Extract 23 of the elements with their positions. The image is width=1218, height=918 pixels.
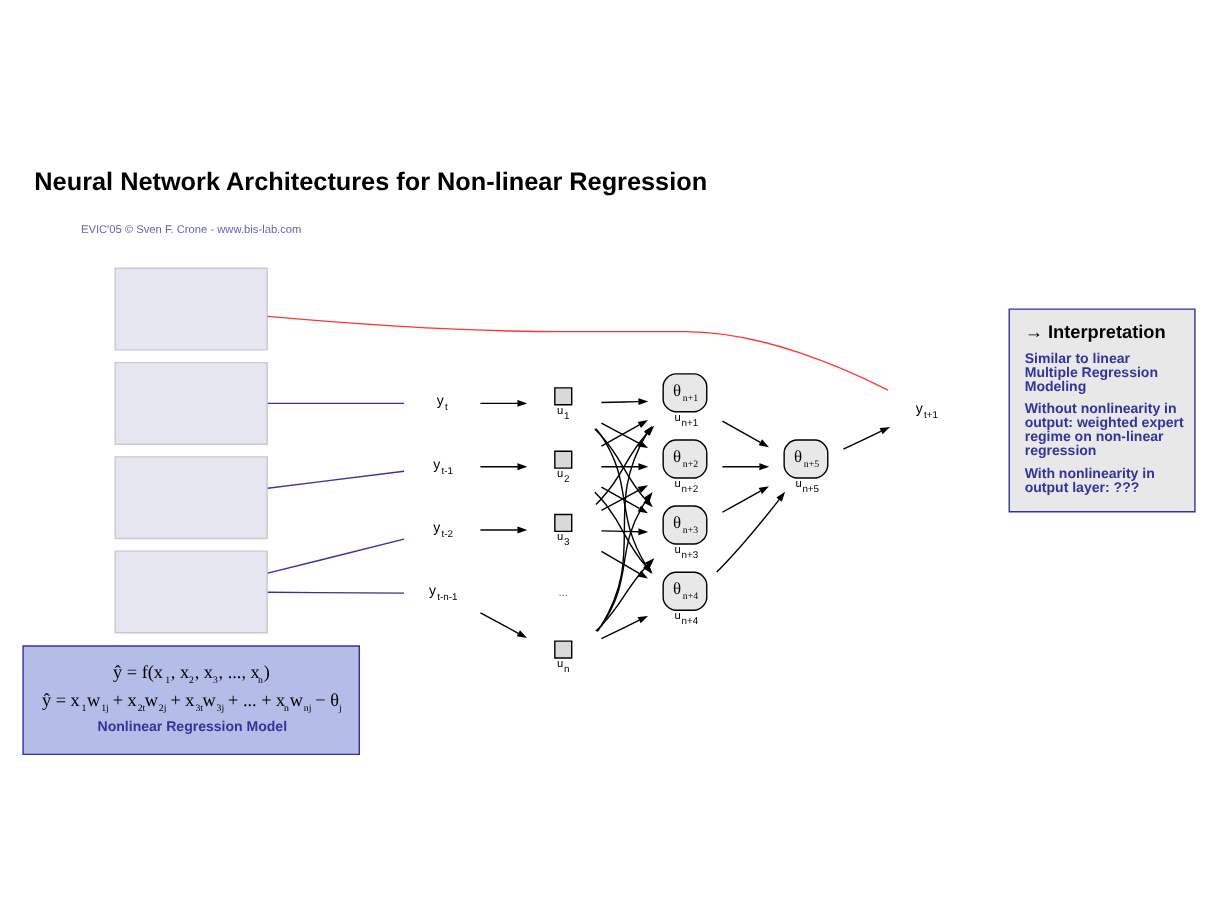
- arrow: [600, 462, 649, 470]
- arrow: [842, 426, 891, 449]
- arrow: [600, 397, 649, 405]
- arrow: [479, 398, 528, 406]
- node-box: [114, 266, 268, 350]
- node-box: [114, 455, 268, 539]
- arrow: [716, 490, 786, 572]
- connector: [267, 537, 405, 573]
- node-box: [114, 360, 268, 444]
- node-box: [114, 549, 268, 633]
- arrow: [721, 462, 770, 470]
- connector: [267, 590, 405, 593]
- diagram-title: Neural Network Architectures for Non-linear Regression: [34, 167, 708, 196]
- arrow: [721, 419, 769, 447]
- arrow: [479, 462, 528, 470]
- arrow: [600, 527, 649, 535]
- arrow: [721, 485, 769, 512]
- connector: [266, 314, 889, 390]
- connector: [267, 469, 405, 488]
- connector: [267, 401, 405, 404]
- arrow: [479, 525, 528, 533]
- arrow: [479, 611, 528, 637]
- arrow: [600, 614, 649, 639]
